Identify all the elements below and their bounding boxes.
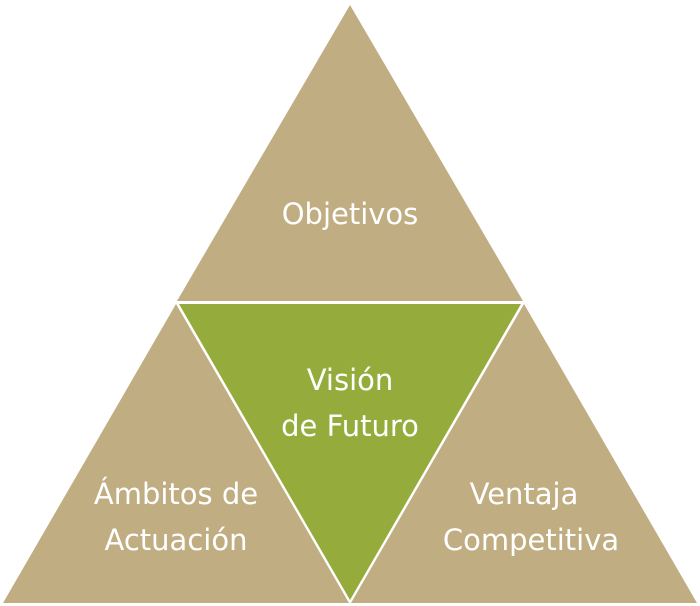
label-ventaja-line2: Competitiva bbox=[443, 523, 619, 557]
label-objetivos: Objetivos bbox=[282, 197, 419, 231]
triangle-left bbox=[3, 304, 349, 603]
triangle-top bbox=[177, 5, 523, 301]
label-vision-line2: de Futuro bbox=[281, 409, 419, 443]
triangle-right bbox=[351, 304, 697, 603]
label-ambitos-line2: Actuación bbox=[105, 523, 248, 557]
triangle-center bbox=[179, 304, 521, 600]
label-ventaja-line1: Ventaja bbox=[470, 477, 579, 511]
label-ambitos-line1: Ámbitos de bbox=[94, 477, 258, 511]
label-vision-line1: Visión bbox=[307, 363, 394, 397]
